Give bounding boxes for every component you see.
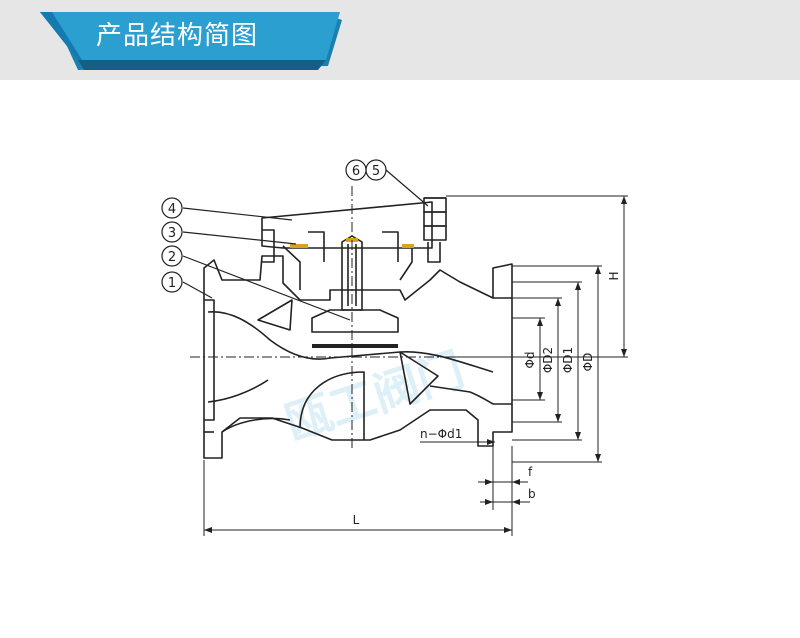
callout-5: 5: [365, 159, 387, 181]
stem: [341, 235, 363, 311]
dim-D1: ΦD1: [561, 347, 575, 373]
callout-1: 1: [161, 271, 183, 293]
svg-text:5: 5: [372, 164, 380, 179]
callout-leaders: [182, 169, 429, 321]
dimension-labels: Φd ΦD2 ΦD1 ΦD H L f b n−Φd1: [353, 271, 621, 527]
svg-text:2: 2: [168, 250, 176, 265]
dim-D: ΦD: [581, 353, 595, 372]
dimension-arrows: [204, 196, 627, 533]
dim-L: L: [353, 513, 360, 527]
svg-text:1: 1: [168, 276, 176, 291]
page-title: 产品结构简图: [96, 21, 259, 51]
dim-f: f: [528, 465, 533, 479]
dim-H: H: [607, 271, 621, 280]
dim-b: b: [528, 487, 536, 501]
dim-bolt: n−Φd1: [420, 427, 462, 441]
svg-text:3: 3: [168, 226, 176, 241]
title-banner: [40, 12, 342, 70]
dim-d: Φd: [523, 351, 537, 368]
bonnet: [261, 201, 433, 249]
disc: [311, 309, 399, 333]
valve-body: [203, 255, 513, 459]
svg-text:4: 4: [168, 202, 176, 217]
callout-2: 2: [161, 245, 183, 267]
body-rib: [257, 299, 293, 331]
callout-3: 3: [161, 221, 183, 243]
callouts: 1 2 3 4 5 6: [161, 159, 387, 293]
callout-6: 6: [345, 159, 367, 181]
dim-D2: ΦD2: [541, 347, 555, 373]
callout-4: 4: [161, 197, 183, 219]
svg-text:6: 6: [352, 164, 360, 179]
